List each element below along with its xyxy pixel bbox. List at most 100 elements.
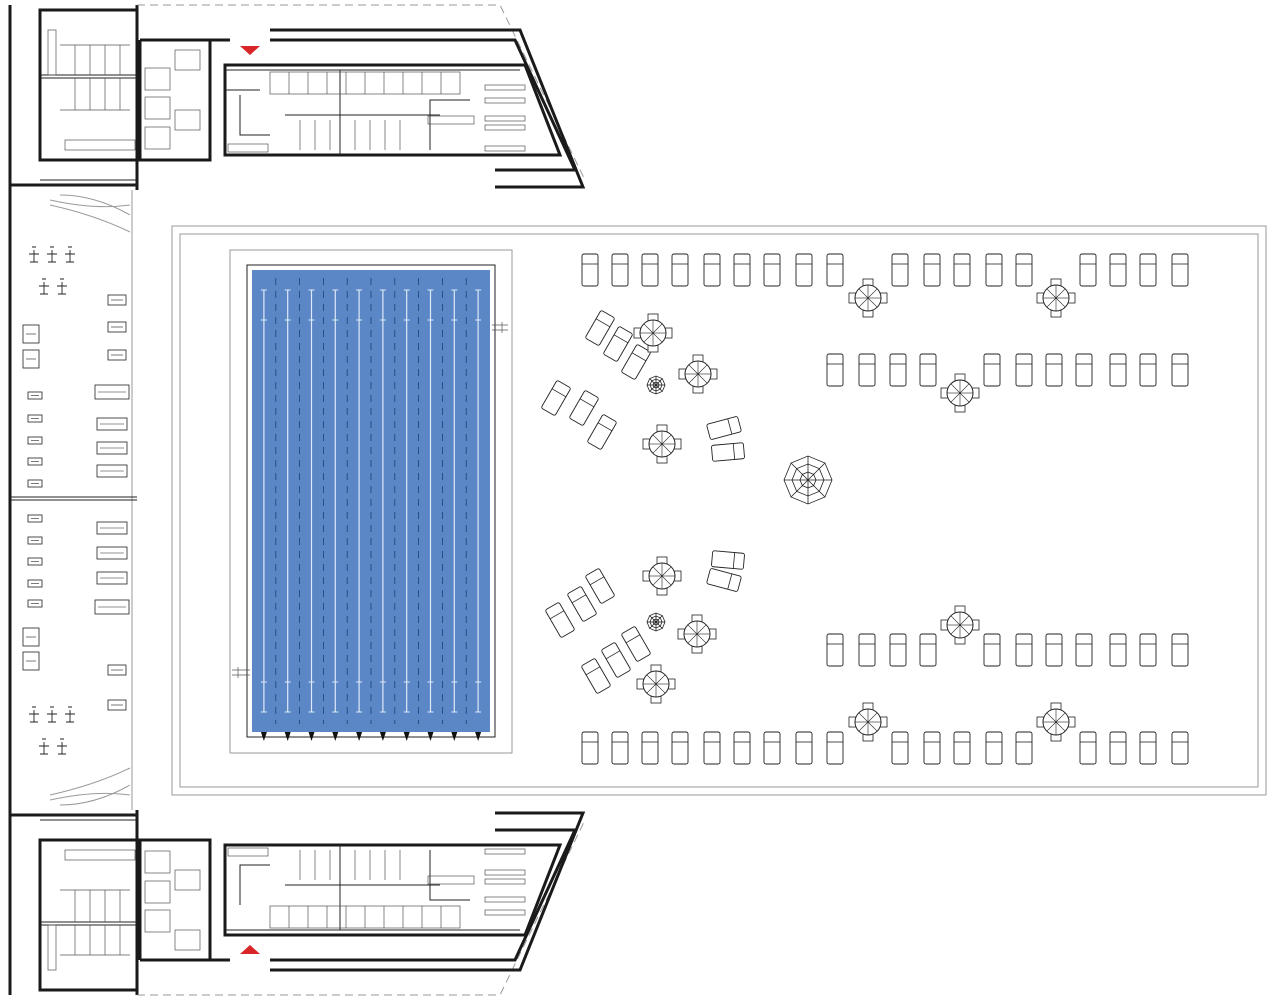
sun-lounger-icon: [621, 344, 651, 380]
gym-machine-icon: [96, 441, 128, 455]
top-service-wing: [38, 8, 586, 233]
sun-lounger-icon: [711, 442, 745, 462]
sun-lounger-icon: [983, 633, 1001, 667]
sun-lounger-icon: [706, 416, 742, 440]
sink-row: [227, 115, 475, 153]
gym-machine-icon: [27, 391, 43, 400]
sun-lounger-icon: [1171, 253, 1189, 287]
sun-lounger-icon: [711, 550, 745, 570]
sun-lounger-icon: [985, 253, 1003, 287]
gym-machine-icon: [22, 651, 40, 671]
gym-machine-icon: [27, 436, 43, 445]
starting-block-icon: [379, 732, 386, 741]
starting-block-icon: [356, 732, 363, 741]
sun-lounger-icon: [1075, 633, 1093, 667]
sun-lounger-icon: [1139, 253, 1157, 287]
gym-machine-icon: [27, 579, 43, 588]
sun-lounger-icon: [889, 633, 907, 667]
table-set-icon: [642, 556, 682, 596]
starting-block-icon: [475, 732, 482, 741]
sun-lounger-icon: [983, 353, 1001, 387]
sun-lounger-icon: [581, 658, 611, 694]
sun-lounger-icon: [795, 731, 813, 765]
gym-machine-icon: [94, 384, 130, 400]
sun-lounger-icon: [919, 353, 937, 387]
table-set-icon: [940, 373, 980, 413]
exercise-bike-icon: [47, 706, 57, 723]
sun-lounger-icon: [826, 253, 844, 287]
gym-machine-icon: [27, 457, 43, 466]
starting-block-icon: [308, 732, 315, 741]
exercise-bike-icon: [65, 706, 75, 723]
gym-machine-icon: [96, 464, 128, 478]
sun-lounger-icon: [545, 602, 575, 638]
gym-machine-icon: [96, 546, 128, 560]
toilet-cubicles: [47, 29, 401, 151]
pool-lanes: [260, 278, 482, 741]
sun-lounger-icon: [858, 633, 876, 667]
gym-machine-icon: [27, 536, 43, 545]
exercise-bike-icon: [29, 246, 39, 263]
deck-furniture: [541, 253, 1189, 765]
sun-lounger-icon: [706, 568, 742, 592]
starting-block-icon: [332, 732, 339, 741]
sun-lounger-icon: [1171, 731, 1189, 765]
exercise-bike-icon: [47, 246, 57, 263]
sun-lounger-icon: [923, 731, 941, 765]
sun-lounger-icon: [1171, 353, 1189, 387]
ladder-icon: [492, 322, 508, 333]
sun-lounger-icon: [671, 253, 689, 287]
sun-lounger-icon: [795, 253, 813, 287]
sun-lounger-icon: [541, 380, 571, 416]
exercise-bike-icon: [39, 278, 49, 295]
sun-lounger-icon: [985, 731, 1003, 765]
sun-lounger-icon: [601, 642, 631, 678]
gym-machine-icon: [96, 521, 128, 535]
sun-lounger-icon: [641, 253, 659, 287]
sun-lounger-icon: [1015, 253, 1033, 287]
table-set-icon: [1036, 702, 1076, 742]
sun-lounger-icon: [919, 633, 937, 667]
exercise-bike-icon: [57, 738, 67, 755]
gym-machine-icon: [22, 627, 40, 647]
sun-lounger-icon: [826, 353, 844, 387]
table-set-icon: [636, 664, 676, 704]
table-set-icon: [1036, 278, 1076, 318]
umbrella-icon: [646, 375, 666, 395]
umbrella-icon: [646, 612, 666, 632]
sun-lounger-icon: [1139, 731, 1157, 765]
gym-machine-icon: [27, 557, 43, 566]
pool-terrace: [171, 225, 1267, 796]
exercise-bike-icon: [65, 246, 75, 263]
ladder-icon: [232, 667, 250, 678]
sun-lounger-icon: [826, 633, 844, 667]
sun-lounger-icon: [587, 414, 617, 450]
sun-lounger-icon: [733, 731, 751, 765]
exercise-bike-icon: [29, 706, 39, 723]
sun-lounger-icon: [1015, 633, 1033, 667]
sun-lounger-icon: [581, 731, 599, 765]
sun-lounger-icon: [611, 253, 629, 287]
table-set-icon: [633, 313, 673, 353]
sun-lounger-icon: [1075, 353, 1093, 387]
sun-lounger-icon: [1171, 633, 1189, 667]
sun-lounger-icon: [569, 390, 599, 426]
sun-lounger-icon: [733, 253, 751, 287]
sun-lounger-icon: [1109, 731, 1127, 765]
gym-machine-icon: [22, 324, 40, 344]
table-set-icon: [848, 278, 888, 318]
starting-block-icon: [427, 732, 434, 741]
sun-lounger-icon: [1015, 353, 1033, 387]
sun-lounger-icon: [1109, 253, 1127, 287]
sun-lounger-icon: [703, 253, 721, 287]
sun-lounger-icon: [703, 731, 721, 765]
sun-lounger-icon: [581, 253, 599, 287]
sun-lounger-icon: [1109, 353, 1127, 387]
sun-lounger-icon: [603, 326, 633, 362]
table-set-icon: [940, 605, 980, 645]
sun-lounger-icon: [953, 731, 971, 765]
sun-lounger-icon: [621, 626, 651, 662]
sun-lounger-icon: [763, 731, 781, 765]
sun-lounger-icon: [858, 353, 876, 387]
